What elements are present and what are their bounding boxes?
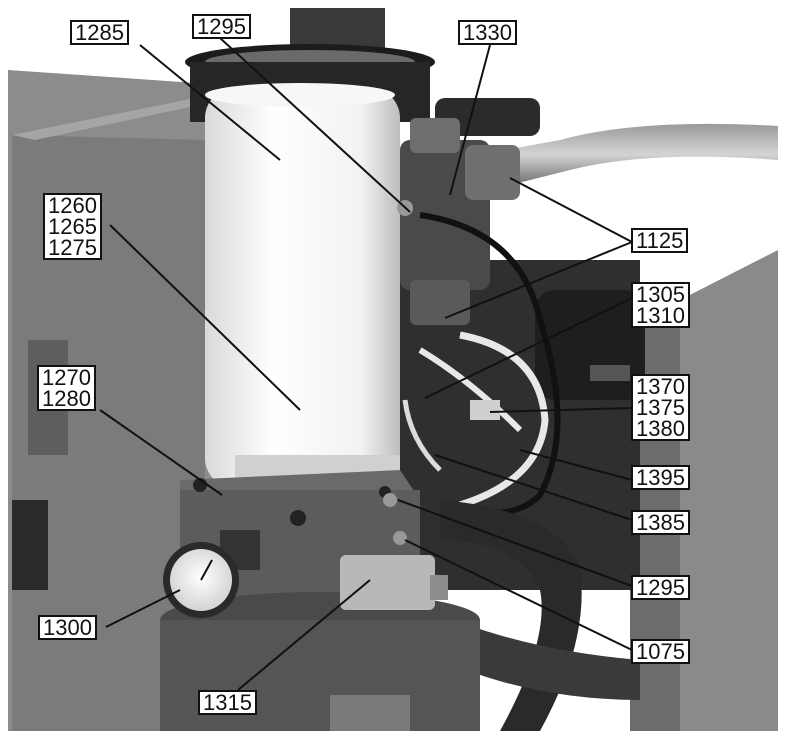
- leader-1285: [139, 44, 281, 161]
- leader-1295a: [219, 37, 411, 213]
- gauge-needle: [200, 559, 213, 581]
- callout-1270-1280: 1270 1280: [37, 365, 96, 411]
- callout-1125: 1125: [631, 228, 689, 253]
- leader-1075: [404, 539, 633, 651]
- housing-window: [590, 365, 630, 381]
- callout-1330: 1330: [458, 20, 517, 45]
- leader-1295b: [397, 499, 633, 587]
- valve-cap: [410, 118, 460, 153]
- leader-1395: [519, 449, 633, 481]
- leader-lines: [99, 37, 633, 691]
- callout-1295-top: 1295: [192, 14, 251, 39]
- callout-1305-1310: 1305 1310: [631, 282, 690, 328]
- leader-1330: [449, 44, 491, 196]
- black-housing: [535, 290, 645, 400]
- left-slot: [12, 500, 48, 590]
- left-cabinet-edge: [12, 96, 218, 140]
- callout-1075: 1075: [631, 639, 690, 664]
- callout-1285: 1285: [70, 20, 129, 45]
- fitting-1075: [393, 531, 407, 545]
- filter-cylinder: [205, 88, 400, 488]
- lower-fitting: [330, 695, 410, 731]
- callout-1315: 1315: [198, 690, 257, 715]
- leader-1315: [237, 579, 371, 691]
- valve-lower: [410, 280, 470, 325]
- leader-1305: [424, 297, 633, 399]
- leader-1385: [434, 454, 633, 521]
- silver-fitting: [340, 555, 435, 610]
- filter-top: [205, 83, 395, 107]
- left-cabinet-door: [12, 135, 205, 731]
- leader-1270: [99, 409, 223, 496]
- white-tube-2: [418, 347, 523, 433]
- valve-fitting: [465, 145, 520, 200]
- handle-black: [435, 98, 540, 136]
- white-tube-1: [458, 331, 549, 509]
- bolt-2: [290, 510, 306, 526]
- leader-1370: [489, 407, 633, 413]
- callout-1295-bottom: 1295: [631, 575, 690, 600]
- leader-1260: [109, 224, 301, 411]
- top-right-pipe: [505, 123, 778, 185]
- callout-1385: 1385: [631, 510, 690, 535]
- fitting-1295-lower: [383, 493, 397, 507]
- fitting-1370: [470, 400, 500, 420]
- callout-1395: 1395: [631, 465, 690, 490]
- white-tube-3: [402, 399, 442, 472]
- callout-1260-1265-1275: 1260 1265 1275: [43, 193, 102, 260]
- leader-1125a: [509, 177, 633, 243]
- leader-1300: [105, 589, 181, 628]
- callout-1370-1375-1380: 1370 1375 1380: [631, 374, 690, 441]
- black-hose: [419, 212, 561, 516]
- callout-1300: 1300: [38, 615, 97, 640]
- leader-1125b: [444, 241, 633, 319]
- silver-fitting-nut: [430, 575, 448, 600]
